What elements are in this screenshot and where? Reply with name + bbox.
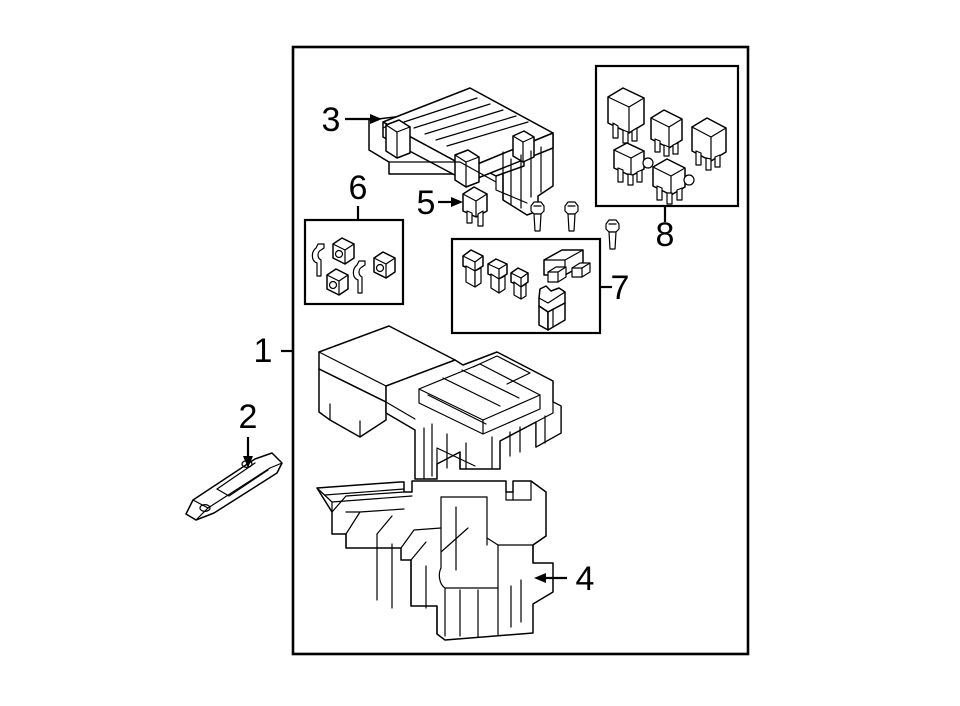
relay-a <box>607 87 645 144</box>
relay-d <box>613 142 654 186</box>
part-mounting-bracket-stay[interactable] <box>185 452 283 521</box>
blade-fuse-c <box>510 267 529 300</box>
group-box-8 <box>594 64 740 208</box>
part-relay-set[interactable] <box>607 87 727 205</box>
blade-fuse-a <box>462 249 484 288</box>
callout-label-5: 5 <box>417 184 436 222</box>
part-fuse-and-clip-set[interactable] <box>311 237 396 296</box>
callout-label-1: 1 <box>254 332 273 370</box>
callout-label-2: 2 <box>239 398 258 436</box>
fastener-flange-bolt-1[interactable] <box>530 201 545 232</box>
part-fuse-box-housing[interactable] <box>318 325 562 480</box>
part-relay-single[interactable] <box>462 186 488 227</box>
fuse-puller-clip-1 <box>311 243 325 277</box>
fuse-puller-clip-2 <box>352 260 366 294</box>
leader-2 <box>243 437 253 468</box>
blade-fuse-b <box>487 258 508 294</box>
fuse-block <box>543 249 591 283</box>
cube-fuse-1 <box>332 237 355 265</box>
fastener-flange-bolt-3[interactable] <box>605 219 620 250</box>
callout-label-7: 7 <box>611 269 630 307</box>
cube-fuse-3 <box>326 268 349 296</box>
callout-label-3: 3 <box>322 101 341 139</box>
callout-label-6: 6 <box>349 169 368 207</box>
part-fuse-box-lower-base[interactable] <box>316 480 554 641</box>
group-box-6 <box>303 218 405 306</box>
leader-4 <box>534 573 567 583</box>
relay-e <box>652 158 695 205</box>
callout-label-4: 4 <box>576 560 595 598</box>
callout-label-8: 8 <box>656 216 675 254</box>
blade-fuse-large-tab <box>538 285 566 331</box>
relay-c <box>691 117 727 171</box>
part-blade-fuse-set[interactable] <box>462 249 591 331</box>
relay-b <box>650 109 683 157</box>
cube-fuse-2 <box>373 251 396 279</box>
leader-5 <box>438 197 463 207</box>
fastener-flange-bolt-2[interactable] <box>564 201 579 232</box>
leader-3 <box>345 114 382 124</box>
part-fuse-box-cover[interactable] <box>368 87 554 216</box>
